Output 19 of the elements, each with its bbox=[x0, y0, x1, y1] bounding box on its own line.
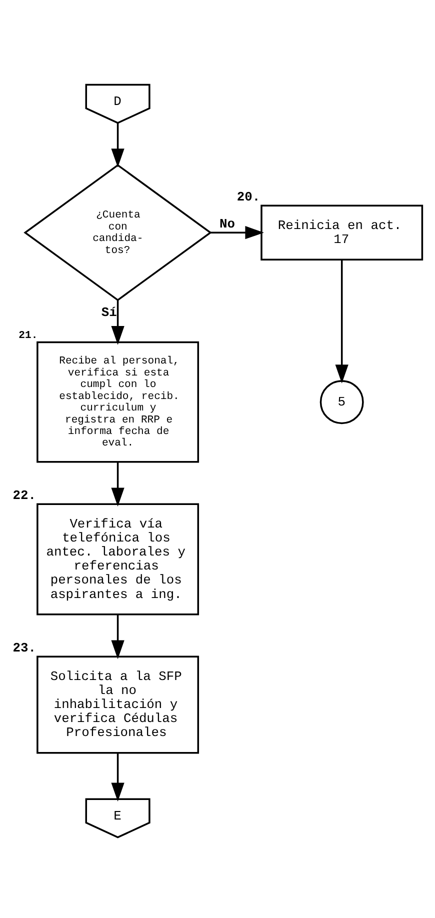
node-label: 20. bbox=[236, 190, 260, 205]
arrow bbox=[111, 753, 124, 802]
arrow bbox=[111, 614, 124, 660]
node-label: 22. bbox=[12, 488, 36, 504]
node-circle: 5 bbox=[320, 380, 364, 424]
arrow bbox=[111, 300, 124, 345]
arrow bbox=[210, 226, 264, 240]
edge-label: No bbox=[220, 216, 235, 232]
node-label: 21. bbox=[18, 330, 38, 342]
node-box: Reinicia en act. 17 bbox=[260, 204, 424, 260]
edge-label: Sí bbox=[101, 304, 117, 320]
node-box: Solicita a la SFP la no inhabilitación y verifica Cédulas Profesionales bbox=[36, 656, 200, 754]
arrow bbox=[111, 123, 124, 168]
arrow bbox=[335, 260, 348, 384]
node-label: 23. bbox=[12, 640, 36, 656]
node-diamond: ¿Cuenta con candida- tos? bbox=[24, 164, 212, 302]
node-box: Verifica vía telefónica los antec. laborales y referencias personales de los aspirantes a ing. bbox=[36, 503, 200, 616]
node-box: Recibe al personal, verifica si esta cumpl con lo establecido, recib. curriculum y registra en RRP e informa fecha de eval. bbox=[36, 341, 200, 463]
arrow bbox=[111, 462, 124, 507]
